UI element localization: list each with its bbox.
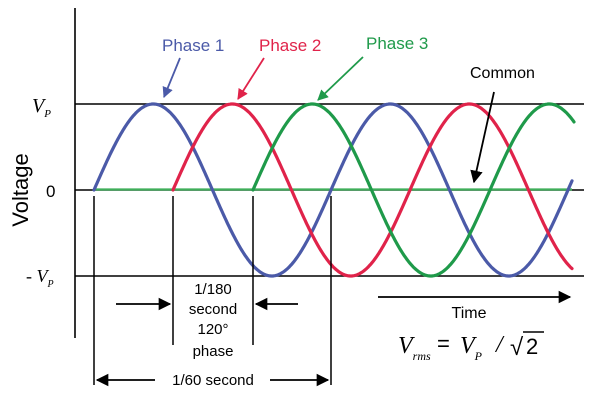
phase-2-label: Phase 2 <box>259 36 321 55</box>
shift-line-4: phase <box>193 343 234 360</box>
common-arrow <box>470 91 495 184</box>
phase-2-wave <box>171 102 574 278</box>
shift-line-1: 1/180 <box>194 281 232 298</box>
formula-rhs-main: V <box>460 333 477 359</box>
formula-slash: / <box>494 332 505 358</box>
zero-label: 0 <box>46 182 55 201</box>
formula-radicand: 2 <box>526 334 538 359</box>
formula-lhs: Vrms <box>398 333 431 363</box>
common-label: Common <box>470 65 535 82</box>
shift-line-2: second <box>189 301 237 318</box>
phase-1-arrow <box>162 57 181 98</box>
formula-rhs: VP <box>460 333 483 363</box>
vp-main: V <box>32 95 47 117</box>
phase-3-wave <box>251 102 576 278</box>
formula-lhs-main: V <box>398 333 415 359</box>
vp-label: VP <box>32 95 51 120</box>
shift-line-3: 120° <box>197 321 228 338</box>
neg-vp-main: - V <box>26 266 49 286</box>
phase-3-arrow <box>317 56 364 101</box>
formula-lhs-sub: rms <box>413 349 431 363</box>
vp-sub: P <box>43 108 51 120</box>
neg-vp-sub: P <box>47 279 54 290</box>
formula-rhs-sub: P <box>474 349 483 363</box>
phase-1-label: Phase 1 <box>162 36 224 55</box>
rms-formula: Vrms = VP / √ 2 <box>398 331 544 363</box>
phase-2-arrow <box>237 57 265 100</box>
period-label: 1/60 second <box>172 372 254 389</box>
phase-1-wave <box>92 102 574 278</box>
formula-radical: √ <box>510 334 524 361</box>
neg-vp-label: - VP <box>26 266 54 290</box>
formula-equals: = <box>437 331 450 356</box>
time-label: Time <box>452 305 487 322</box>
phase-3-label: Phase 3 <box>366 34 428 53</box>
voltage-label: Voltage <box>8 153 33 226</box>
